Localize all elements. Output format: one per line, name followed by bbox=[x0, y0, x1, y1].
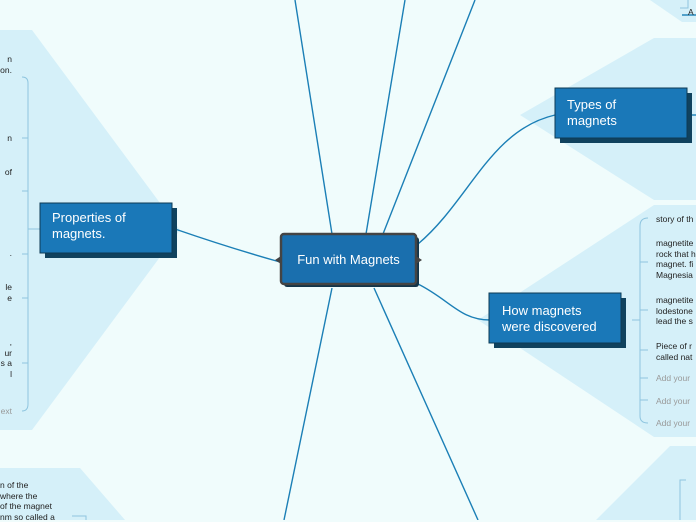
connector-down-1 bbox=[283, 287, 333, 520]
properties-fragment-5[interactable]: le e bbox=[5, 282, 12, 303]
add-topic-placeholder-2[interactable]: Add your bbox=[656, 396, 691, 406]
properties-placeholder-fragment[interactable]: ext bbox=[0, 406, 12, 416]
connector-up-1 bbox=[294, 0, 333, 235]
bottom-left-fragment[interactable]: n of the where the of the magnet nm so c… bbox=[0, 480, 55, 522]
add-topic-placeholder-3[interactable]: Add your bbox=[656, 418, 691, 428]
bottom-right-bracket bbox=[679, 479, 686, 520]
top-right-bracket bbox=[680, 0, 689, 9]
central-node[interactable] bbox=[275, 232, 422, 287]
discovered-bracket bbox=[632, 217, 649, 424]
properties-fragment-3[interactable]: of bbox=[4, 167, 12, 177]
top-right-region bbox=[650, 0, 696, 22]
properties-node-label: Properties of magnets. bbox=[52, 210, 126, 241]
brackets bbox=[21, 0, 689, 520]
bottom-left-bracket bbox=[72, 515, 87, 520]
properties-node[interactable] bbox=[39, 202, 177, 258]
connector-properties bbox=[174, 228, 281, 263]
discovered-item-4[interactable]: Piece of r called nat bbox=[656, 341, 693, 362]
connector-up-2 bbox=[365, 0, 406, 235]
discovered-node-label: How magnets were discovered bbox=[502, 303, 597, 334]
bottom-right-region bbox=[596, 446, 696, 520]
properties-fragment-4[interactable]: . bbox=[9, 248, 12, 258]
discovered-item-3[interactable]: magnetite lodestone lead the s bbox=[656, 295, 694, 326]
types-node-label: Types of magnets bbox=[567, 97, 617, 128]
types-node[interactable] bbox=[554, 87, 692, 143]
discovered-node[interactable] bbox=[488, 292, 626, 348]
discovered-item-1[interactable]: story of th bbox=[656, 214, 694, 224]
connector-down-2 bbox=[373, 287, 479, 520]
properties-fragment-2[interactable]: n bbox=[7, 133, 12, 143]
connectors bbox=[174, 0, 696, 520]
discovered-item-2[interactable]: magnetite rock that h magnet. fi Magnesi… bbox=[656, 238, 696, 280]
connector-discovered bbox=[417, 283, 491, 321]
bottom-left-region bbox=[0, 468, 125, 520]
properties-fragment-1[interactable]: n on. bbox=[0, 54, 12, 75]
connector-types bbox=[417, 114, 556, 245]
central-node-label: Fun with Magnets bbox=[297, 252, 400, 267]
add-topic-placeholder-1[interactable]: Add your bbox=[656, 373, 691, 383]
properties-bracket bbox=[21, 76, 40, 412]
connector-up-3 bbox=[382, 0, 476, 235]
properties-fragment-6[interactable]: , ur s a l bbox=[0, 337, 12, 379]
top-right-fragment[interactable]: A bbox=[688, 7, 694, 17]
